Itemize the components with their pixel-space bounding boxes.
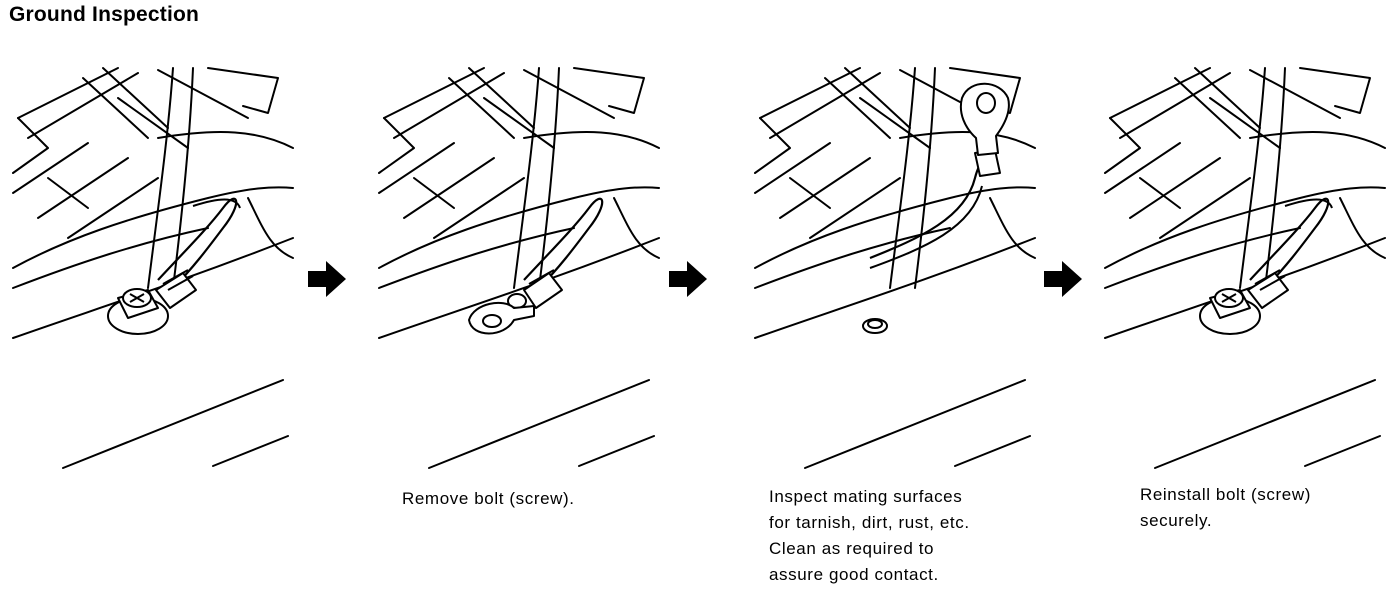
step-2-caption: Remove bolt (screw).: [402, 486, 575, 512]
step-3-caption: Inspect mating surfaces for tarnish, dir…: [769, 484, 970, 588]
caption-line: for tarnish, dirt, rust, etc.: [769, 513, 970, 532]
caption-line: Reinstall bolt (screw): [1140, 485, 1311, 504]
caption-line: Remove bolt (screw).: [402, 489, 575, 508]
right-arrow-icon: [308, 259, 346, 299]
page-title: Ground Inspection: [9, 3, 200, 26]
step-1-illustration: [8, 58, 298, 478]
step-4-caption: Reinstall bolt (screw) securely.: [1140, 482, 1311, 534]
caption-line: Inspect mating surfaces: [769, 487, 963, 506]
right-arrow-icon: [669, 259, 707, 299]
caption-line: Clean as required to: [769, 539, 935, 558]
step-2-illustration: [374, 58, 664, 478]
caption-line: securely.: [1140, 511, 1213, 530]
right-arrow-icon: [1044, 259, 1082, 299]
step-4-illustration: [1100, 58, 1390, 478]
caption-line: assure good contact.: [769, 565, 939, 584]
step-3-illustration: [750, 58, 1040, 478]
